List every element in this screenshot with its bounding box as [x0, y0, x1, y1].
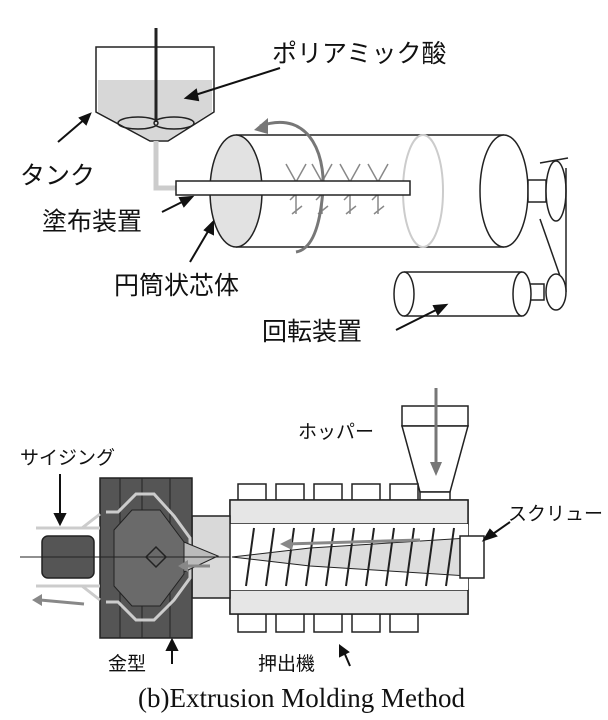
label-hopper: ホッパー	[298, 421, 374, 443]
tank	[95, 28, 215, 142]
label-polyamic-acid: ポリアミック酸	[272, 39, 447, 68]
label-rotation-device: 回転装置	[262, 317, 362, 346]
leader-arrows-bottom	[53, 474, 511, 667]
die	[99, 477, 220, 639]
rotation-mechanism	[393, 157, 569, 317]
label-die: 金型	[108, 653, 146, 675]
label-cylindrical-core: 円筒状芯体	[114, 271, 239, 300]
label-tank: タンク	[20, 161, 95, 190]
bottom-diagram: ホッパー サイジング スクリュー 金型 押出機 (b)Extrusion Mol…	[20, 388, 603, 713]
top-diagram: ポリアミック酸 タンク 塗布装置 円筒状芯体 回転装置	[20, 28, 569, 346]
feed-pipe	[153, 141, 176, 191]
heater-blocks	[237, 483, 419, 633]
sizing-unit	[20, 512, 230, 606]
diagram-caption: (b)Extrusion Molding Method	[138, 683, 465, 713]
coating-device	[175, 180, 411, 196]
hopper	[401, 388, 469, 503]
leader-arrows-top	[57, 67, 449, 331]
label-screw: スクリュー	[508, 503, 603, 525]
label-sizing: サイジング	[20, 447, 115, 469]
screw	[231, 527, 485, 587]
label-coating-device: 塗布装置	[42, 207, 142, 236]
label-extruder: 押出機	[258, 653, 315, 675]
